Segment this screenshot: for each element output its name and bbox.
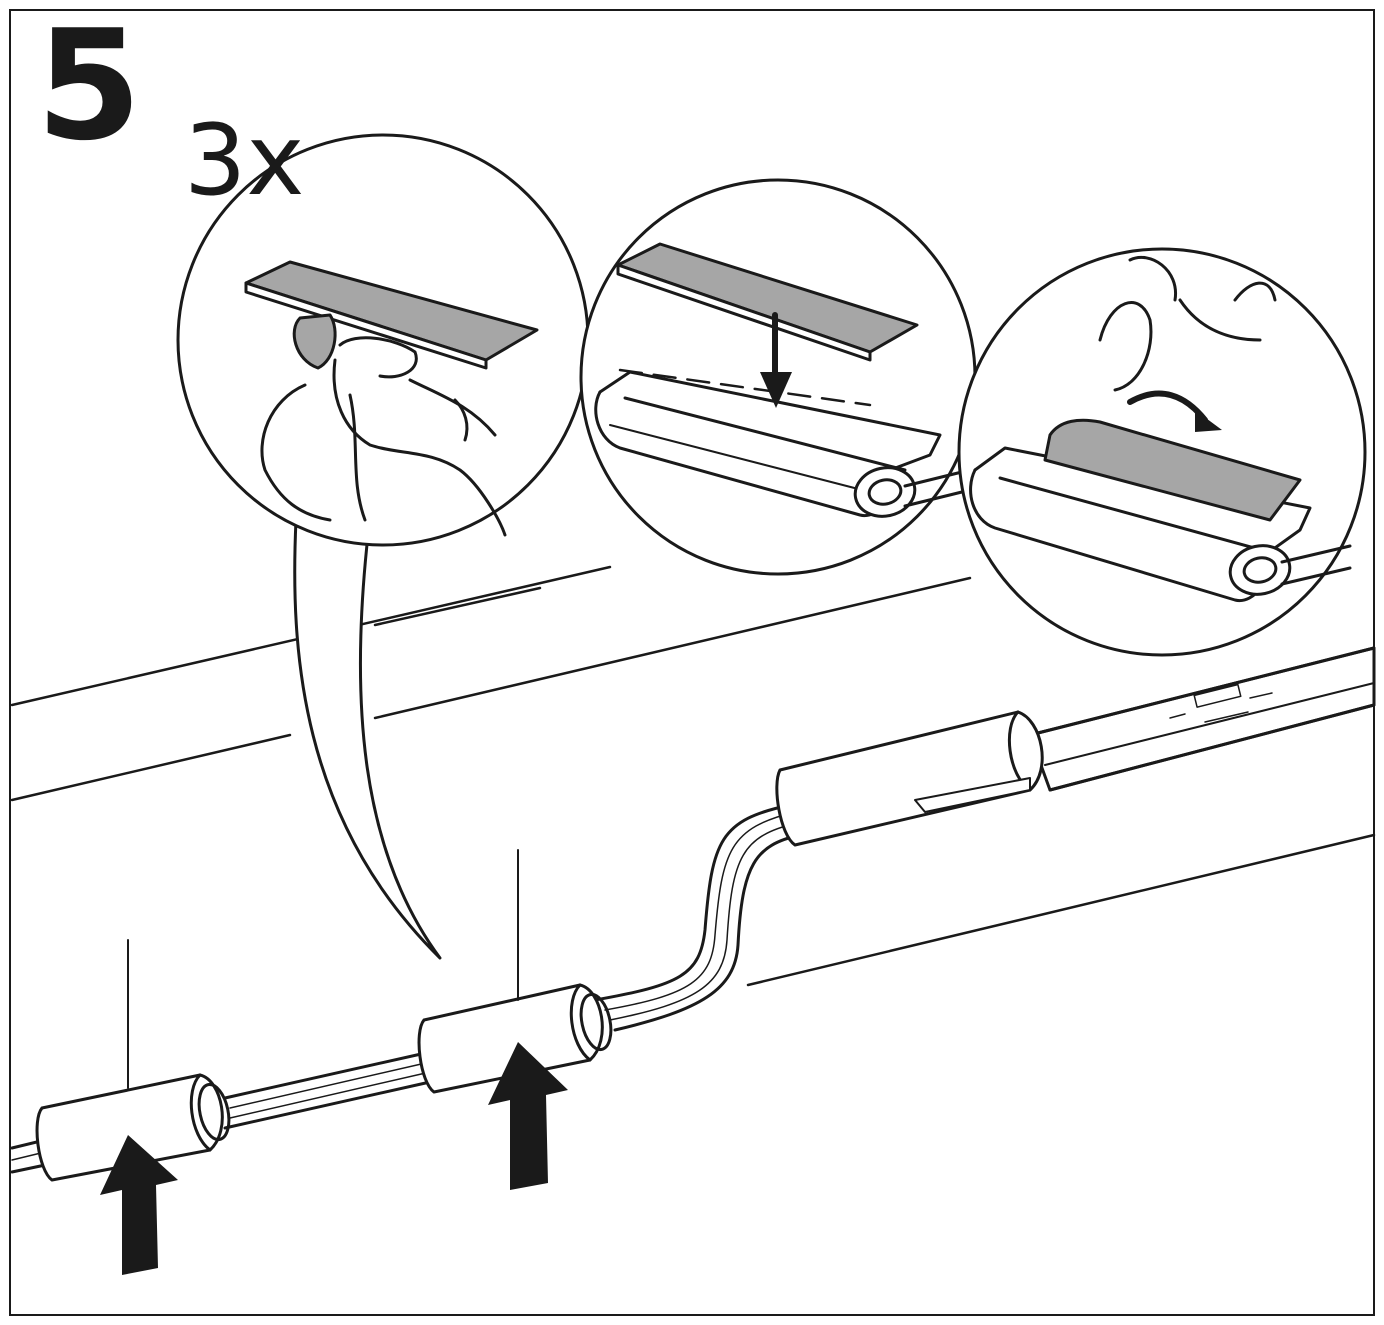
callout-tail [293, 518, 442, 960]
panel-apply-strip [579, 178, 977, 576]
down-arrow-icon [760, 312, 792, 408]
step-number: 5 [36, 0, 142, 174]
strip-label-icon [1169, 683, 1273, 723]
clip-middle [417, 849, 613, 1094]
up-arrow-icon [100, 1135, 178, 1275]
panel-press-strip [957, 247, 1367, 657]
panel-peel-backing [176, 133, 590, 547]
up-arrow-icon [488, 1042, 568, 1190]
adhesive-strip-icon [1043, 418, 1302, 522]
clip-left [35, 939, 231, 1182]
quantity-label: 3x [184, 104, 305, 218]
curved-arrow-icon [1127, 390, 1222, 432]
led-strip [1028, 646, 1376, 792]
clip-right [775, 710, 1044, 847]
hand-peeling-strip-icon [260, 336, 507, 537]
